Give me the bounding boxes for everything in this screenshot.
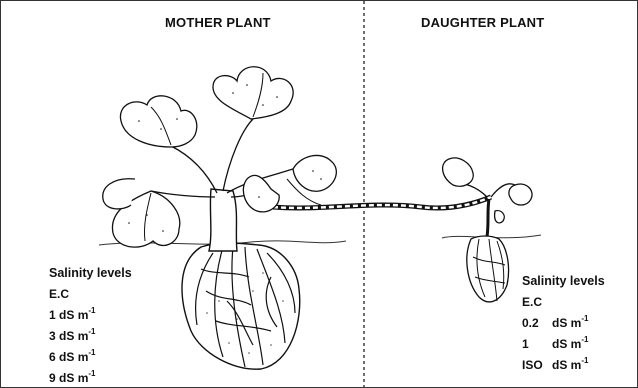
daughter-plant bbox=[443, 158, 532, 302]
mother-level-item: 3 dS m-1 bbox=[49, 326, 132, 347]
mother-root-mass bbox=[182, 243, 300, 369]
mother-legend-title: Salinity levels bbox=[49, 263, 132, 284]
daughter-plant-title: DAUGHTER PLANT bbox=[421, 15, 544, 30]
mother-crown bbox=[209, 189, 237, 251]
mother-level-item: 9 dS m-1 bbox=[49, 368, 132, 388]
mother-level-item: 1 dS m-1 bbox=[49, 305, 132, 326]
daughter-ec-label: E.C bbox=[522, 292, 605, 313]
mother-ec-label: E.C bbox=[49, 284, 132, 305]
mother-salinity-legend: Salinity levels E.C 1 dS m-1 3 dS m-1 6 … bbox=[49, 263, 132, 388]
mother-plant-title: MOTHER PLANT bbox=[165, 15, 271, 30]
mother-level-item: 6 dS m-1 bbox=[49, 347, 132, 368]
daughter-legend-title: Salinity levels bbox=[522, 271, 605, 292]
